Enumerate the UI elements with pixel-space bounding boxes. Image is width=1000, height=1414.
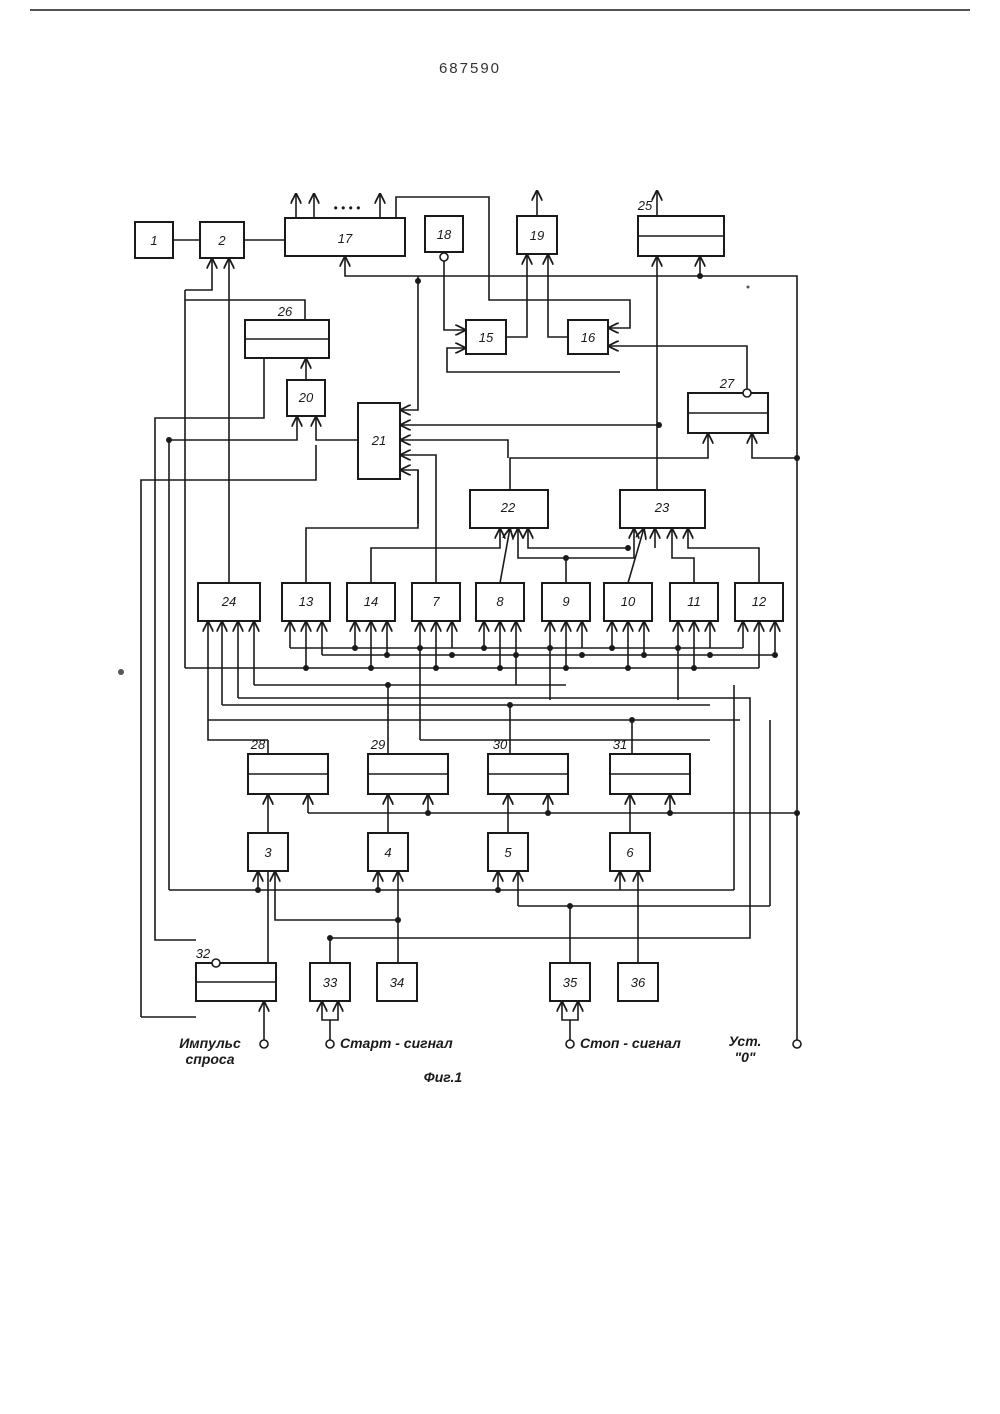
patent-number: 687590 [439,60,501,77]
label-14: 14 [364,594,378,609]
label-poll-pulse-2: спроса [185,1051,234,1067]
label-17: 17 [338,231,353,246]
row-inputs [208,621,775,740]
label-10: 10 [621,594,636,609]
label-36: 36 [631,975,646,990]
label-3: 3 [264,845,272,860]
label-8: 8 [496,594,504,609]
label-2: 2 [217,233,226,248]
label-5: 5 [504,845,512,860]
label-11: 11 [687,594,701,609]
label-reset-1: Уст. [729,1033,762,1049]
figure-caption: Фиг.1 [424,1069,463,1085]
label-4: 4 [384,845,391,860]
label-21: 21 [371,433,386,448]
label-35: 35 [563,975,578,990]
label-19: 19 [530,228,544,243]
label-32: 32 [196,946,211,961]
label-12: 12 [752,594,767,609]
label-reset-2: "0" [734,1049,755,1065]
label-25: 25 [637,198,653,213]
label-7: 7 [432,594,440,609]
label-16: 16 [581,330,596,345]
label-start-signal: Старт - сигнал [340,1035,453,1051]
label-33: 33 [323,975,338,990]
output-ellipsis: • • • • [334,201,361,215]
label-18: 18 [437,227,452,242]
label-27: 27 [719,376,735,391]
label-13: 13 [299,594,314,609]
label-poll-pulse-1: Импульс [179,1035,241,1051]
label-20: 20 [298,390,314,405]
label-23: 23 [654,500,670,515]
label-34: 34 [390,975,404,990]
label-15: 15 [479,330,494,345]
label-6: 6 [626,845,634,860]
label-24: 24 [221,594,236,609]
label-26: 26 [277,304,293,319]
label-1: 1 [150,233,157,248]
label-29: 29 [370,737,385,752]
label-22: 22 [500,500,516,515]
label-9: 9 [562,594,569,609]
label-stop-signal: Стоп - сигнал [580,1035,681,1051]
